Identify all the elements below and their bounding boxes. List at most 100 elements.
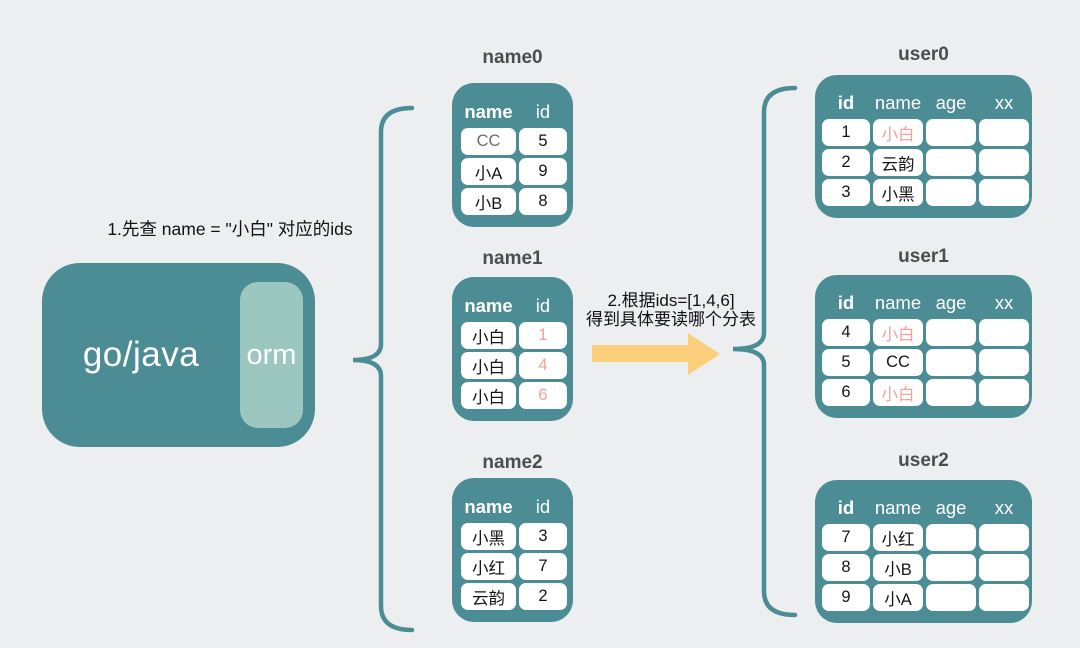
cell-age <box>926 554 976 581</box>
annotation-step2: 2.根据ids=[1,4,6] 得到具体要读哪个分表 <box>575 291 767 329</box>
table-title-user2: user2 <box>898 450 949 471</box>
cell-age <box>926 524 976 551</box>
column-header-age: age <box>935 92 967 113</box>
table-row: 小黑 3 <box>461 523 573 550</box>
table-title-name2: name2 <box>482 452 543 473</box>
table-user2: id name age xx 7 小红 8 小B 9 小A <box>815 480 1032 623</box>
table-row: 1 小白 <box>822 119 1032 146</box>
column-header-id: id <box>837 497 855 518</box>
cell-xx <box>979 349 1029 376</box>
column-header-xx: xx <box>994 497 1014 518</box>
header-row: id name age xx <box>822 495 1032 521</box>
cell-id: 9 <box>822 584 870 611</box>
cell-id: 2 <box>822 149 870 176</box>
cell-name: 云韵 <box>461 583 516 610</box>
column-header-name: name <box>464 496 513 517</box>
table-row: 6 小白 <box>822 379 1032 406</box>
table-row: 9 小A <box>822 584 1032 611</box>
table-row: 小白 1 <box>461 322 573 349</box>
header-row: id name age xx <box>822 290 1032 316</box>
table-title-user0: user0 <box>898 44 949 65</box>
cell-name: CC <box>873 349 923 376</box>
cell-name: 小白 <box>873 319 923 346</box>
cell-name: 小黑 <box>873 179 923 206</box>
column-header-name: name <box>464 295 513 316</box>
cell-id: 3 <box>519 523 567 550</box>
table-row: 小红 7 <box>461 553 573 580</box>
table-name0: name id CC 5 小A 9 小B 8 <box>452 83 573 227</box>
app-label: go/java <box>82 335 200 374</box>
cell-name: 小黑 <box>461 523 516 550</box>
cell-age <box>926 584 976 611</box>
header-row: name id <box>461 293 573 319</box>
table-user0: id name age xx 1 小白 2 云韵 3 小黑 <box>815 75 1032 218</box>
column-header-name: name <box>874 497 922 518</box>
column-header-xx: xx <box>994 292 1014 313</box>
column-header-xx: xx <box>994 92 1014 113</box>
orm-badge: orm <box>240 282 303 428</box>
table-row: 小白 6 <box>461 382 573 409</box>
table-row: CC 5 <box>461 128 573 155</box>
column-header-name: name <box>464 101 513 122</box>
cell-id: 7 <box>519 553 567 580</box>
table-row: 4 小白 <box>822 319 1032 346</box>
column-header-id: id <box>535 295 551 316</box>
table-row: 7 小红 <box>822 524 1032 551</box>
right-curly-brace-icon <box>732 85 798 618</box>
table-title-name1: name1 <box>482 248 543 269</box>
cell-xx <box>979 119 1029 146</box>
annotation-step2-line2: 得到具体要读哪个分表 <box>586 310 756 329</box>
cell-xx <box>979 379 1029 406</box>
cell-xx <box>979 584 1029 611</box>
header-row: id name age xx <box>822 90 1032 116</box>
cell-name: 小白 <box>461 322 516 349</box>
table-row: 云韵 2 <box>461 583 573 610</box>
header-row: name id <box>461 99 573 125</box>
table-row: 8 小B <box>822 554 1032 581</box>
cell-age <box>926 349 976 376</box>
column-header-age: age <box>935 292 967 313</box>
cell-name: 小白 <box>461 352 516 379</box>
table-name2: name id 小黑 3 小红 7 云韵 2 <box>452 478 573 622</box>
table-user1: id name age xx 4 小白 5 CC 6 小白 <box>815 275 1032 418</box>
cell-name: 小A <box>873 584 923 611</box>
table-name1: name id 小白 1 小白 4 小白 6 <box>452 277 573 421</box>
cell-xx <box>979 179 1029 206</box>
cell-name: 小白 <box>461 382 516 409</box>
cell-xx <box>979 149 1029 176</box>
column-header-id: id <box>837 292 855 313</box>
cell-name: CC <box>461 128 516 155</box>
cell-name: 小B <box>461 188 516 215</box>
cell-id: 4 <box>519 352 567 379</box>
cell-age <box>926 119 976 146</box>
cell-id: 5 <box>822 349 870 376</box>
cell-id: 2 <box>519 583 567 610</box>
table-title-user1: user1 <box>898 246 949 267</box>
cell-id: 8 <box>519 188 567 215</box>
header-row: name id <box>461 494 573 520</box>
cell-id: 9 <box>519 158 567 185</box>
cell-name: 小红 <box>461 553 516 580</box>
column-header-name: name <box>874 92 922 113</box>
table-row: 2 云韵 <box>822 149 1032 176</box>
cell-id: 5 <box>519 128 567 155</box>
cell-xx <box>979 554 1029 581</box>
cell-id: 7 <box>822 524 870 551</box>
cell-name: 小红 <box>873 524 923 551</box>
cell-id: 8 <box>822 554 870 581</box>
cell-xx <box>979 319 1029 346</box>
annotation-step1: 1.先查 name = "小白" 对应的ids <box>107 219 353 239</box>
cell-age <box>926 379 976 406</box>
cell-name: 小白 <box>873 119 923 146</box>
cell-age <box>926 179 976 206</box>
left-curly-brace-icon <box>352 105 415 633</box>
table-title-name0: name0 <box>482 47 543 68</box>
cell-name: 小A <box>461 158 516 185</box>
column-header-id: id <box>535 496 551 517</box>
table-row: 小A 9 <box>461 158 573 185</box>
table-row: 3 小黑 <box>822 179 1032 206</box>
table-row: 小B 8 <box>461 188 573 215</box>
cell-id: 3 <box>822 179 870 206</box>
cell-id: 1 <box>822 119 870 146</box>
